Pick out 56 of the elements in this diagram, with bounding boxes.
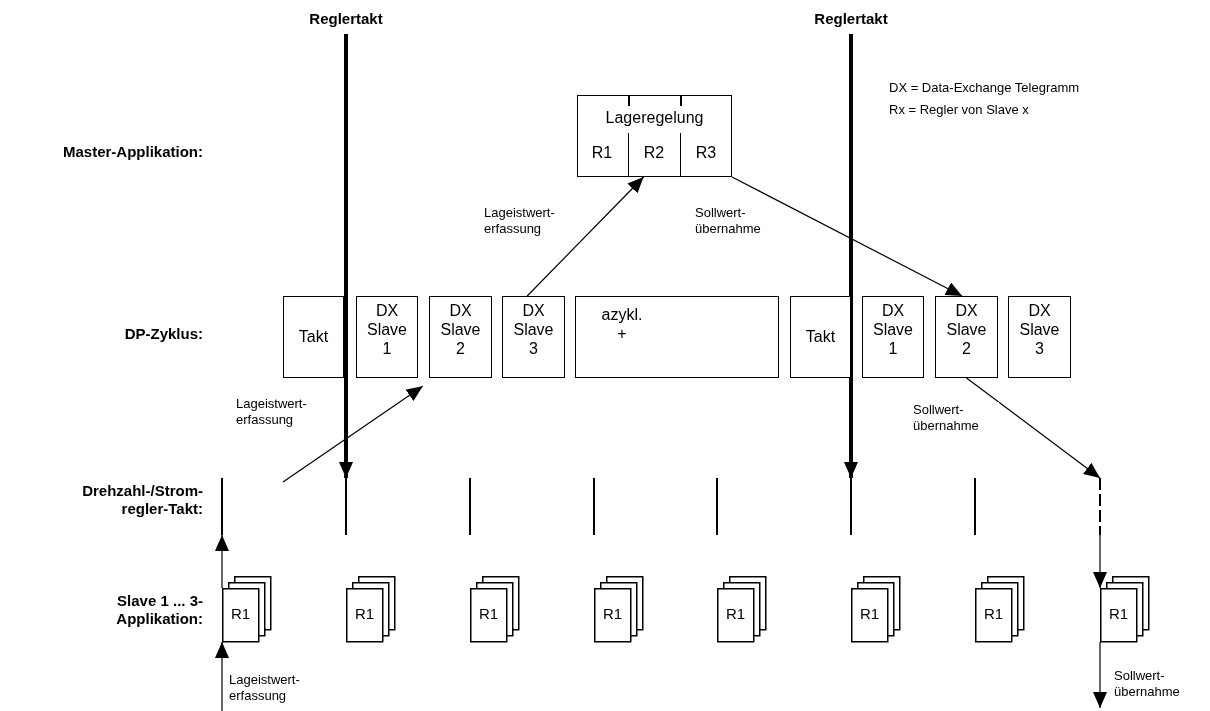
arrow [1093, 534, 1107, 589]
row-label: Master-Applikation: [62, 143, 203, 161]
controller-label: R1 [229, 605, 252, 623]
tick-mark [716, 478, 718, 535]
document-stack [1100, 576, 1149, 642]
document-stack [851, 576, 900, 642]
controller-label: R1 [1107, 605, 1130, 623]
controller-label: R1 [858, 605, 881, 623]
telegram-box: DX Slave 2 [429, 296, 492, 378]
tick-mark [593, 478, 595, 535]
clock-label: Reglertakt [809, 10, 893, 34]
document-stack [346, 576, 395, 642]
controller-label: R1 [982, 605, 1005, 623]
arrow [844, 34, 858, 478]
tick-mark [1099, 478, 1101, 535]
legend-text: Rx = Regler von Slave x [889, 102, 1030, 118]
telegram-box: DX Slave 3 [1008, 296, 1071, 378]
controller-label: R1 [353, 605, 376, 623]
document-stack [975, 576, 1024, 642]
telegram-box: DX Slave 2 [935, 296, 998, 378]
telegram-box: DX Slave 1 [356, 296, 418, 378]
controller-label: R1 [724, 605, 747, 623]
controller-cell: R1 [576, 132, 628, 177]
telegram-box: Takt [790, 296, 851, 378]
controller-cell: R3 [679, 132, 732, 177]
tick-mark [469, 478, 471, 535]
clock-label: Reglertakt [304, 10, 388, 34]
document-stack [717, 576, 766, 642]
box-title: Lageregelung [604, 108, 705, 127]
telegram-box: DX Slave 3 [502, 296, 565, 378]
row-label: DP-Zyklus: [123, 325, 203, 343]
controller-label: R1 [477, 605, 500, 623]
legend-text: DX = Data-Exchange Telegramm [889, 80, 1081, 96]
tick-mark [974, 478, 976, 535]
row-label: Drehzahl-/Strom- regler-Takt: [81, 482, 203, 518]
telegram-box: Takt [283, 296, 344, 378]
tick-mark [345, 478, 347, 535]
telegram-box: DX Slave 1 [862, 296, 924, 378]
arrow [215, 641, 229, 711]
document-stack [470, 576, 519, 642]
row-label: Slave 1 ... 3- Applikation: [115, 592, 203, 628]
document-stack [594, 576, 643, 642]
arrow [215, 534, 229, 589]
telegram-box: azykl. + [575, 296, 779, 378]
arrow [282, 385, 424, 483]
arrow [731, 176, 963, 297]
controller-label: R1 [601, 605, 624, 623]
document-stack [222, 576, 271, 642]
tick-mark [221, 478, 223, 535]
tick-mark [850, 478, 852, 535]
arrow [965, 377, 1101, 479]
arrow [526, 176, 645, 297]
controller-cell: R2 [627, 132, 680, 177]
arrow [1093, 641, 1107, 709]
arrow [339, 34, 353, 478]
process-box [577, 95, 732, 177]
